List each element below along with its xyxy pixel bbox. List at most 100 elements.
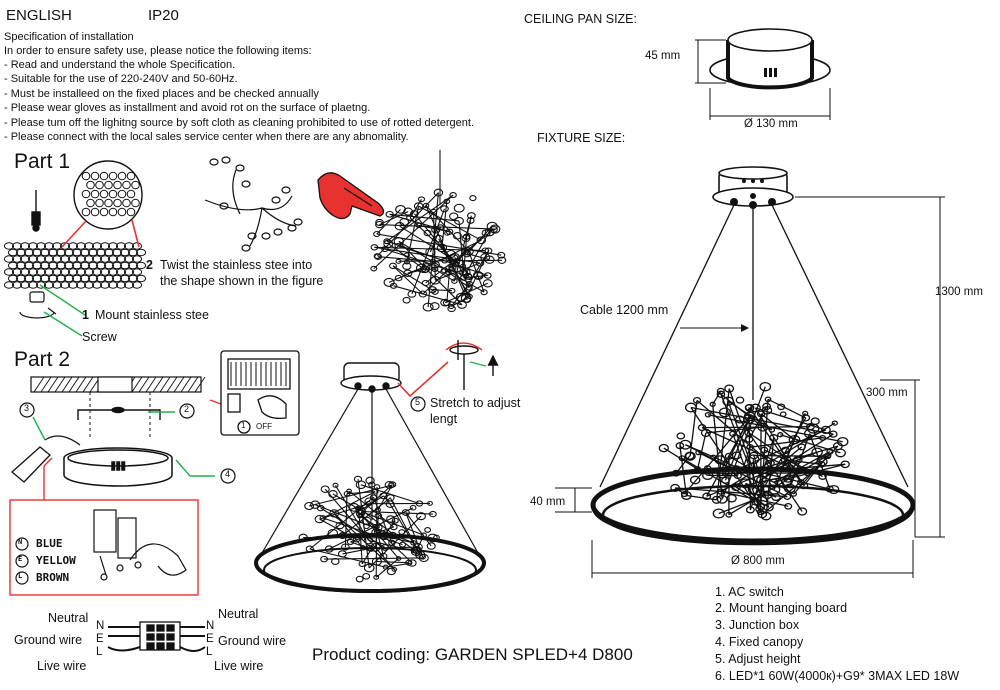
chain-wire [728,454,829,516]
live-label-left: Live wire [37,659,87,673]
chain-link [461,234,471,243]
chain-wire [753,454,828,457]
chain-link [389,262,397,270]
chain-link [335,521,345,530]
weave-link [11,281,23,289]
chain-link [394,222,405,231]
chain-link [417,196,426,203]
chain-link [395,556,402,561]
chain-link [792,455,803,464]
zoom-link [81,189,91,199]
chain-link [402,262,412,270]
chain-link [784,502,793,510]
chain-link [406,214,415,222]
chain-link [398,541,407,548]
branch-link [241,244,251,252]
weave-link [135,248,147,257]
branch-height: 300 mm [866,387,908,399]
weave-link [15,274,27,283]
chain-link [314,514,325,524]
zoom-link [81,207,91,217]
weave-link [95,261,107,270]
chain-link [818,472,827,480]
chain-wire [368,515,422,569]
step2-number: 2 [146,258,153,272]
weave-link [59,255,71,263]
weave-link [23,274,35,283]
chain-wire [728,388,741,420]
chain-wire [458,220,465,273]
step1-text: Mount stainless stee [95,308,209,322]
zoom-link [117,171,127,181]
zoom-link [95,180,104,190]
zoom-link [131,198,140,208]
wiring-box [9,457,199,596]
chain-wire [463,236,468,273]
chain-wire [378,256,433,262]
zoom-link [99,207,109,217]
weave-link [67,268,79,276]
chain-link [448,303,455,310]
wire-name-brown: BROWN [36,571,70,584]
chain-link [658,443,669,453]
branch-link [293,218,303,226]
hanging-board [77,406,161,420]
chain-link [431,288,439,295]
weave-link [59,281,71,289]
chain-link [359,545,366,551]
weave-link [79,274,91,283]
chain-wire [315,504,414,544]
chain-link [383,238,391,245]
weave-link [103,248,115,257]
chain-link [482,279,493,288]
chain-wire [319,503,369,520]
chain-link [407,290,417,298]
callout-number-3: 3 [24,403,30,413]
chain-link [731,483,741,492]
chain-wire [698,451,788,498]
chain-wire [376,560,409,564]
chain-wire [432,289,453,292]
weave-link [119,274,131,283]
spec-item: - Read and understand the whole Specific… [4,59,236,71]
weave-link [91,242,103,250]
chain-wire [303,536,433,539]
fixture-title: FIXTURE SIZE: [537,131,626,145]
chain-link [734,415,745,424]
zoom-link [126,171,136,181]
chain-wire [379,211,409,226]
chain-link [771,493,781,502]
mid-fixture-canopy [340,362,402,393]
chain-link [467,212,476,220]
chain-wire [712,404,723,500]
chain-wire [425,229,495,284]
weave-link [131,255,143,263]
zoom-link [126,189,136,199]
weave-link [43,255,55,263]
chain-link [480,289,488,296]
weave-link [83,268,95,276]
callout-number-2: 2 [184,404,190,414]
fixture-canopy [712,166,794,207]
chain-link [305,545,314,553]
l-letter-left: L [96,646,103,658]
live-label-right: Live wire [214,659,264,673]
parts-list-item: 1. AC switch [715,585,784,599]
zoom-link [117,207,127,217]
spec-item: - Please wear gloves as installment and … [4,102,371,114]
n-letter-left: N [96,620,105,632]
chain-link [676,432,686,440]
chain-wire [433,211,436,281]
chain-link [327,528,339,538]
chain-link [409,504,417,511]
chain-link [777,432,784,438]
chain-link [476,236,487,245]
weave-link [79,261,91,270]
wire-legend-circles [15,537,29,585]
chain-wire [466,225,493,254]
weave-link [43,242,55,250]
spec-item: - Please connect with the local sales se… [4,131,409,143]
weave-link [79,248,91,257]
zoom-link [90,207,100,217]
branch-link [221,156,231,164]
